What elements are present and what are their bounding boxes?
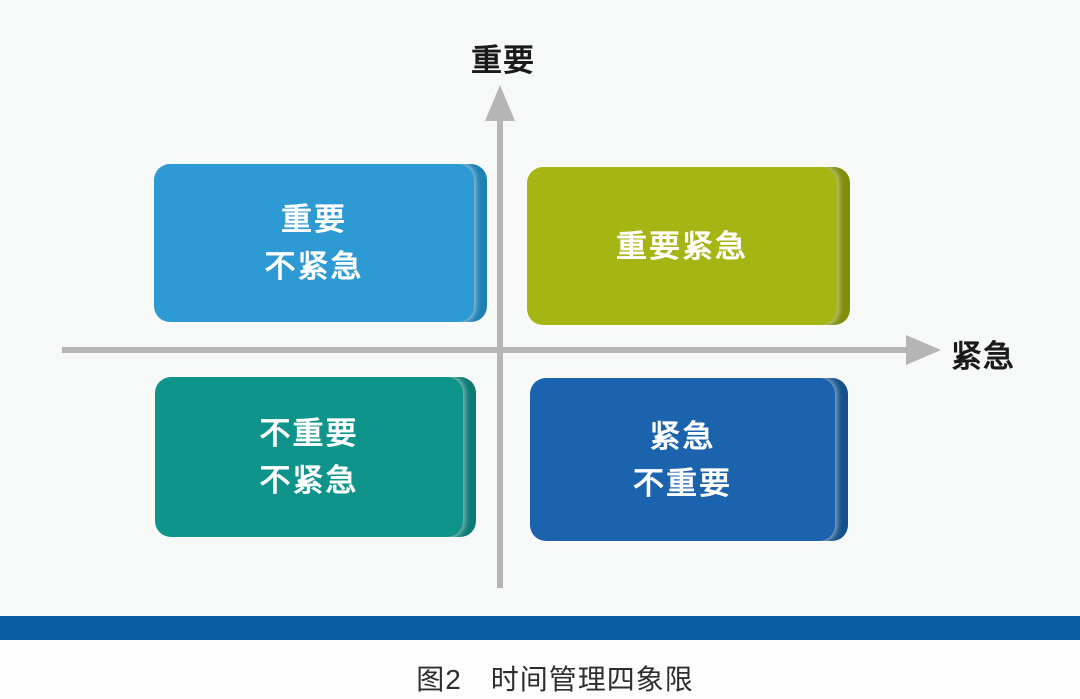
bottom-divider-bar bbox=[0, 616, 1080, 640]
y-axis-label: 重要 bbox=[471, 43, 535, 78]
quadrant-label-line: 重要 bbox=[281, 202, 347, 237]
quadrant-label-line: 重要紧急 bbox=[616, 228, 748, 264]
quadrant-important-not-urgent: 重要 不紧急 bbox=[154, 164, 487, 322]
quadrant-face: 不重要 不紧急 bbox=[155, 377, 463, 537]
quadrant-label-line: 紧急 bbox=[649, 418, 716, 454]
quadrant-urgent-not-important: 紧急 不重要 bbox=[530, 378, 848, 541]
figure-caption: 图2 时间管理四象限 bbox=[416, 664, 694, 695]
quadrant-label-line: 不紧急 bbox=[264, 249, 364, 284]
x-axis-label: 紧急 bbox=[951, 339, 1015, 374]
x-axis-arrowhead-icon bbox=[906, 335, 941, 365]
quadrant-face: 紧急 不重要 bbox=[530, 378, 835, 541]
quadrant-not-important-not-urgent: 不重要 不紧急 bbox=[155, 377, 476, 537]
footer-background bbox=[0, 640, 1080, 699]
y-axis-arrowhead-icon bbox=[485, 85, 515, 121]
quadrant-label-line: 不紧急 bbox=[259, 463, 359, 498]
quadrant-face: 重要 不紧急 bbox=[154, 164, 474, 322]
quadrant-face: 重要紧急 bbox=[527, 167, 837, 325]
quadrant-label-line: 不重要 bbox=[259, 416, 359, 451]
quadrant-important-urgent: 重要紧急 bbox=[527, 167, 850, 325]
quadrant-label-line: 不重要 bbox=[633, 465, 732, 501]
